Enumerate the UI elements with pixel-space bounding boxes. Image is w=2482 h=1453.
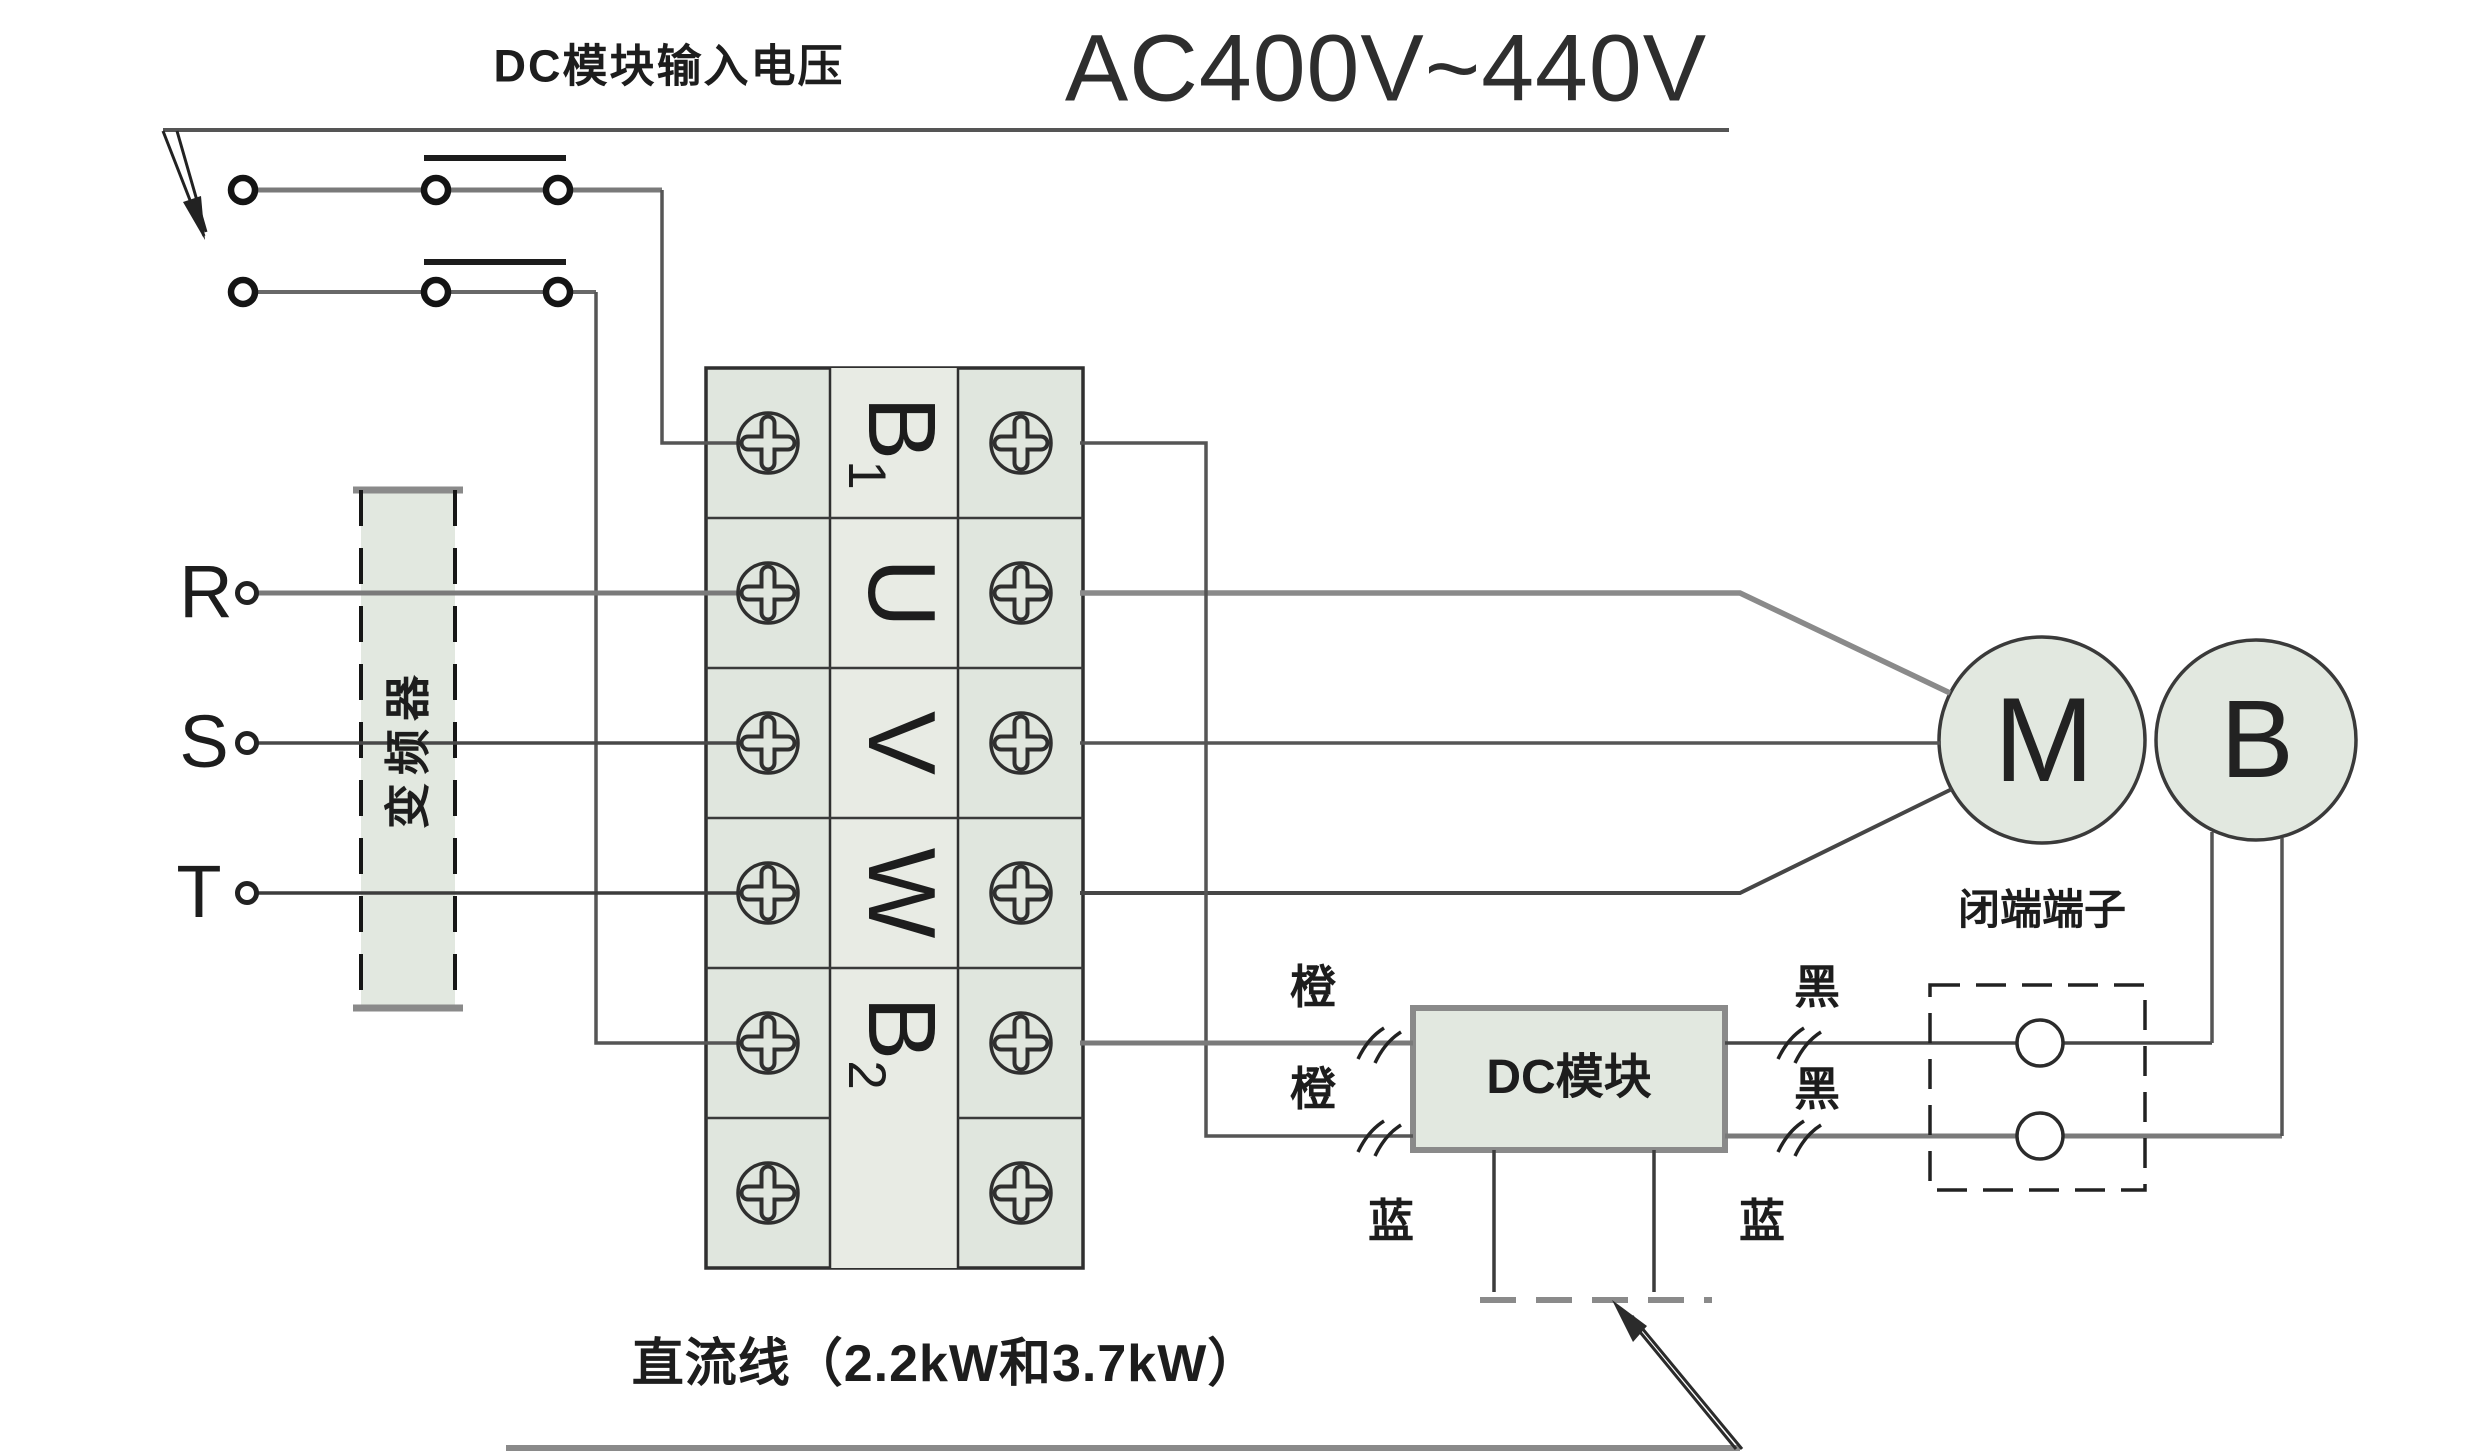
ac-voltage-range-title: AC400V~440V [1064, 15, 1708, 122]
screw-icon [991, 413, 1051, 473]
wire-u [1080, 590, 1952, 696]
phase-terminal-points [235, 581, 259, 905]
screw-icon [991, 1013, 1051, 1073]
wire-b1-to-dc [1080, 441, 1413, 1138]
screw-icon [991, 713, 1051, 773]
screw-icon [991, 1163, 1051, 1223]
screw-icon [738, 1163, 798, 1223]
closed-end-terminal-box [1928, 983, 2147, 1192]
phase-input-wires [257, 590, 772, 895]
terminal-label-main: U [847, 558, 955, 628]
terminal-label-main: B [847, 996, 955, 1061]
screw-icon [738, 863, 798, 923]
screw-icon [738, 563, 798, 623]
terminal-label-main: V [847, 710, 955, 776]
dc-line-annotation [506, 1300, 1744, 1451]
screw-icon [738, 713, 798, 773]
wire-color-orange-bottom: 橙 [1290, 1063, 1336, 1115]
dc-module-label: DC模块 [1486, 1051, 1652, 1104]
inverter-label: 变频器 [382, 667, 434, 829]
dc-module-box [1410, 1005, 1728, 1153]
screw-icon [991, 563, 1051, 623]
dc-line-note: 直流线（2.2kW和3.7kW） [631, 1335, 1261, 1393]
wire-color-black-bottom: 黑 [1794, 1063, 1840, 1115]
wire-color-orange-top: 橙 [1290, 961, 1336, 1013]
terminal-label-sub: 1 [836, 460, 896, 490]
inverter-box [353, 486, 463, 1012]
screw-icon [738, 1013, 798, 1073]
screw-icon [991, 863, 1051, 923]
wire-w [1080, 787, 1953, 895]
terminal-label-main: B [847, 396, 955, 461]
terminal-label-u: U [839, 558, 955, 627]
disconnect-switch [243, 155, 772, 1045]
terminal-row-separators [706, 516, 1083, 1120]
closed-end-terminal-label: 闭端端子 [1957, 886, 2127, 933]
motor-output-wires [1080, 590, 1953, 895]
screw-icon [738, 413, 798, 473]
brake-circle [2154, 638, 2358, 842]
supply-arrow-icon [161, 130, 208, 240]
terminal-label-main: W [847, 847, 955, 939]
terminal-label-sub: 2 [836, 1060, 896, 1090]
dc-module-input-voltage-title: DC模块输入电压 [493, 40, 845, 92]
terminal-label-w: W [839, 848, 955, 939]
ac-supply-line [161, 128, 1729, 240]
terminal-label-b1: B1 [836, 396, 955, 490]
terminal-block [704, 366, 1085, 1270]
pointer-arrow-icon [1612, 1300, 1744, 1450]
terminal-label-v: V [839, 711, 955, 775]
phase-label-t: T [176, 850, 222, 933]
terminal-label-b2: B2 [836, 996, 955, 1090]
wire-color-blue-right: 蓝 [1739, 1195, 1785, 1247]
switch-contact-points [227, 174, 574, 308]
wire-color-black-top: 黑 [1794, 961, 1840, 1013]
wire-color-blue-left: 蓝 [1368, 1195, 1414, 1247]
brake-label: B [2220, 678, 2294, 801]
motor-circle [1937, 635, 2147, 845]
motor-label: M [1994, 673, 2094, 807]
phase-label-r: R [179, 550, 233, 633]
phase-label-s: S [179, 700, 229, 783]
dc-module-wires [1080, 441, 2284, 1303]
switch-bar-top [424, 155, 566, 161]
switch-bar-bottom [424, 259, 566, 265]
